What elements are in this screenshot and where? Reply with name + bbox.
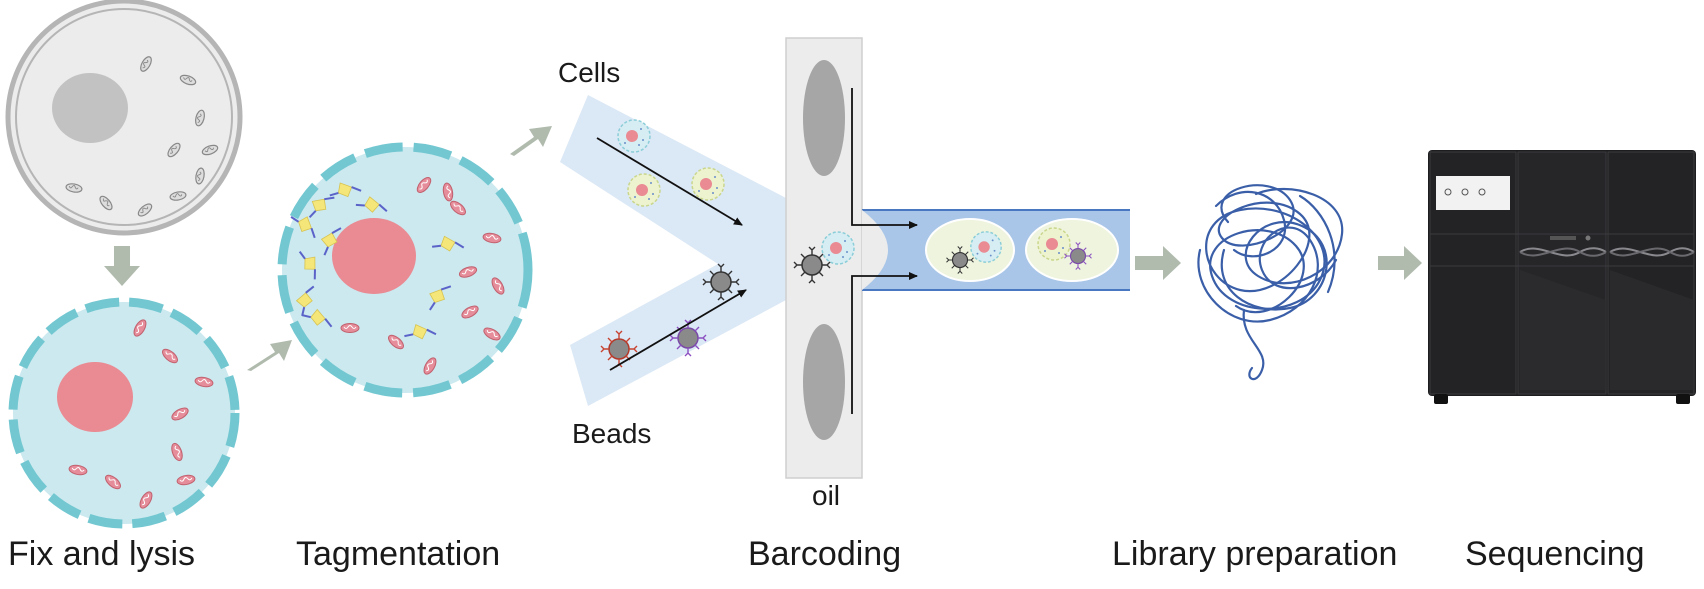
tagmentation-nucleus [332,218,416,294]
microfluidic-chip [560,37,1130,479]
sequencer-icon [1428,150,1696,404]
arrow-up-right-icon [510,126,552,156]
stage-label-sequencing: Sequencing [1465,535,1645,573]
oil-pillar-bottom [803,324,845,440]
sequencer-screen [1436,176,1510,210]
cells-label: Cells [558,57,621,88]
flow-arrow-oil-bottom [851,272,918,414]
input-channels [560,95,786,406]
arrow-down-icon [104,246,140,286]
arrow-up-right-icon [247,340,292,371]
oil-pillar-top [803,60,845,176]
stage-label-fix: Fix and lysis [8,535,196,573]
stage-label-library: Library preparation [1112,535,1398,573]
arrow-right-icon [1378,246,1422,280]
stage-label-tagmentation: Tagmentation [296,535,501,573]
flow-arrow-oil-top [851,88,918,229]
flow-arrow-beads [609,289,747,371]
beads-label: Beads [572,418,652,449]
intact-cell [5,0,243,236]
dna-tangle-icon [1197,184,1344,381]
stage-label-barcoding: Barcoding [748,535,902,573]
lysed-cell [8,297,240,529]
flow-arrow-cells [596,137,743,226]
lysed-nucleus [57,362,133,432]
tagmentation-cell [277,142,533,398]
oil-label: oil [812,480,841,511]
arrow-right-icon [1135,246,1181,280]
intact-nucleus [52,73,128,143]
